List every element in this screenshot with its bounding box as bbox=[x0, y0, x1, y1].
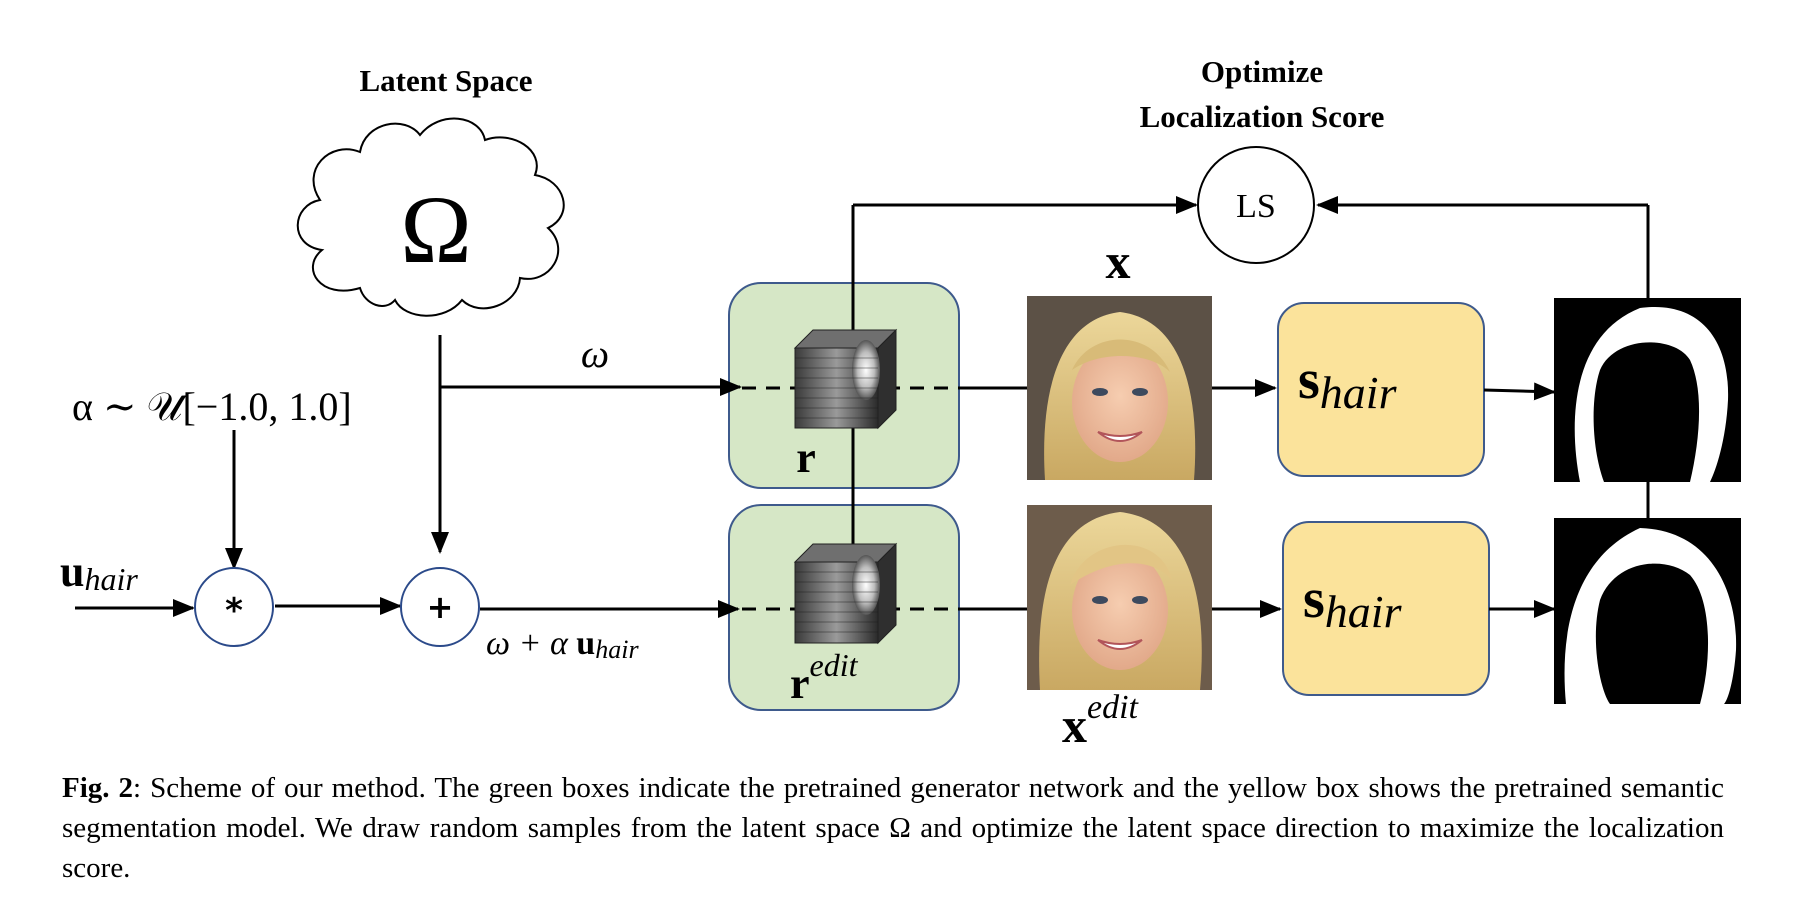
optimize-title-line2: Localization Score bbox=[1140, 99, 1385, 134]
ls-node bbox=[1197, 146, 1315, 264]
generator-bottom-label: redit bbox=[790, 647, 859, 708]
multiply-symbol: * bbox=[225, 591, 243, 631]
hair-mask-original bbox=[1554, 298, 1741, 482]
ls-label: LS bbox=[1236, 188, 1276, 225]
generator-top-label: r bbox=[796, 433, 816, 482]
caption-label: Fig. 2 bbox=[62, 772, 134, 804]
add-symbol: + bbox=[427, 588, 454, 626]
caption-text: : Scheme of our method. The green boxes … bbox=[62, 772, 1724, 884]
segmenter-bottom-label: shair bbox=[1303, 568, 1403, 637]
segmenter-box-top bbox=[1277, 302, 1485, 477]
latent-space-title: Latent Space bbox=[359, 63, 532, 98]
latent-omega-symbol: Ω bbox=[400, 176, 471, 283]
generator-cube-bottom-icon bbox=[793, 542, 898, 645]
figure-caption: Fig. 2: Scheme of our method. The green … bbox=[62, 768, 1724, 888]
omega-label: ω bbox=[581, 331, 609, 376]
multiply-node bbox=[194, 567, 274, 647]
generator-cube-top-icon bbox=[793, 328, 898, 430]
add-node bbox=[400, 567, 480, 647]
latent-space-cloud: Ω bbox=[296, 117, 565, 317]
alpha-distribution-label: α ∼ 𝒰[−1.0, 1.0] bbox=[72, 384, 352, 429]
u-hair-label: uhair bbox=[60, 547, 138, 597]
face-image-edited bbox=[1027, 505, 1212, 690]
hair-mask-edited bbox=[1554, 518, 1741, 704]
image-top-label: x bbox=[1106, 233, 1131, 289]
face-image-original bbox=[1027, 296, 1212, 480]
optimize-title-line1: Optimize bbox=[1201, 54, 1323, 89]
omega-edit-label: ω + α uhair bbox=[486, 625, 639, 664]
segmenter-top-label: shair bbox=[1298, 349, 1398, 418]
connector-lines bbox=[75, 196, 1650, 618]
image-bottom-label: xedit bbox=[1062, 689, 1140, 753]
